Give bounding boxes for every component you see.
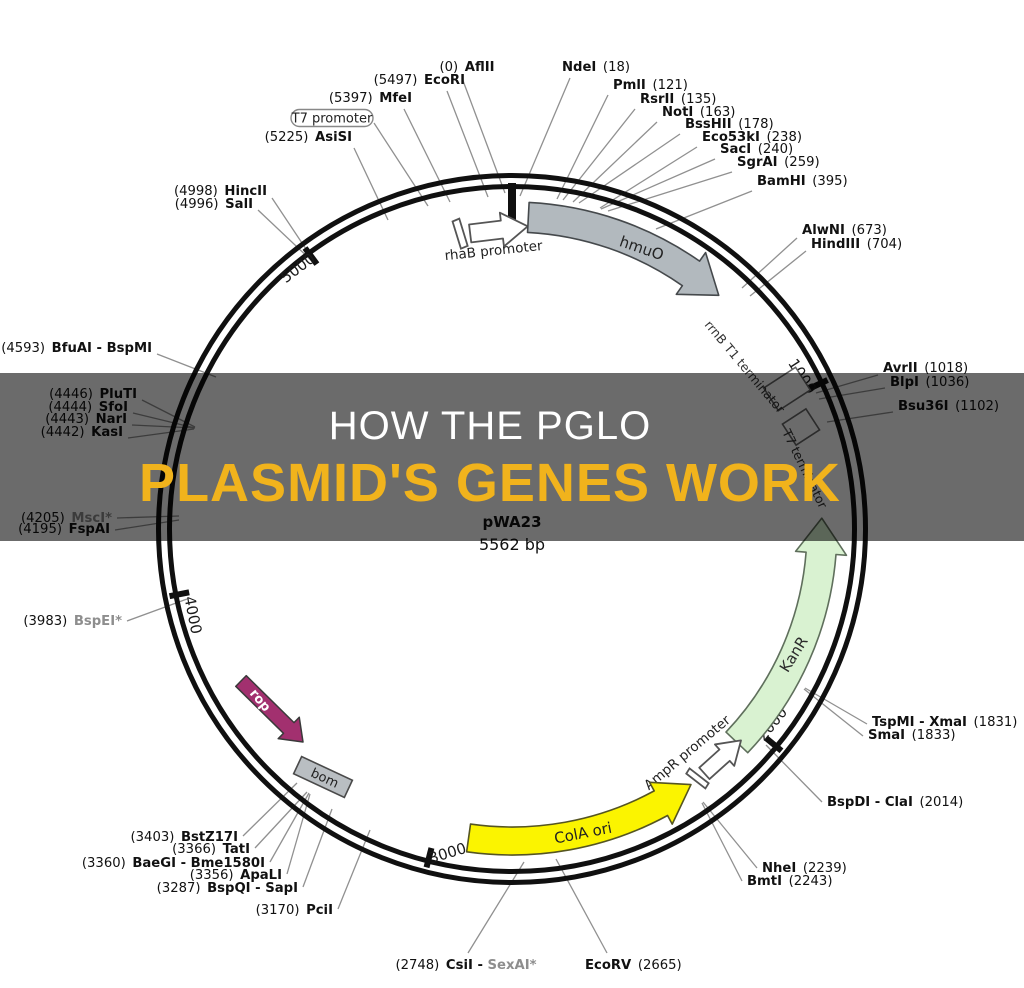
- enzyme-label-PciI: (3170) PciI: [256, 903, 333, 918]
- enzyme-label-BlpI: BlpI (1036): [890, 375, 969, 390]
- promoter-tail-rhaB-promoter: [451, 217, 469, 250]
- enzyme-label-BaeGI: (3360) BaeGI - Bme1580I: [82, 856, 265, 871]
- enzyme-label-TspMI: TspMI - XmaI (1831): [872, 715, 1017, 730]
- promoter-tail-AmpR-promoter: [685, 767, 710, 790]
- leader-line: [446, 90, 489, 198]
- leader-line: [337, 829, 371, 910]
- enzyme-label-NotI: NotI (163): [662, 105, 735, 120]
- enzyme-label-SmaI: SmaI (1833): [868, 728, 956, 743]
- feature-label-rrnB-T1-terminator: rrnB T1 terminator: [702, 317, 789, 416]
- leader-line: [600, 158, 716, 210]
- leader-line: [269, 792, 310, 863]
- enzyme-label-MfeI: (5397) MfeI: [329, 91, 412, 106]
- leader-line: [599, 146, 698, 209]
- enzyme-label-PmlI: PmlI (121): [613, 78, 688, 93]
- leader-line: [655, 190, 753, 230]
- plasmid-size-label: 5562 bp: [479, 535, 545, 554]
- enzyme-label-SgrAI: SgrAI (259): [737, 155, 820, 170]
- leader-line: [741, 237, 798, 289]
- enzyme-label-SacI: SacI (240): [720, 142, 793, 157]
- feature-T7-terminator: T7 terminator: [779, 407, 831, 511]
- promoter-arrow-AmpR-promoter: [698, 739, 742, 780]
- leader-line: [467, 861, 525, 954]
- leader-line: [373, 122, 429, 207]
- leader-line: [257, 209, 314, 263]
- feature-label-T7-promoter: T7 promoter: [291, 112, 373, 127]
- enzyme-label-NheI: NheI (2239): [762, 861, 847, 876]
- enzyme-label-TatI: (3366) TatI: [172, 842, 250, 857]
- leader-line: [803, 688, 864, 737]
- feature-box-bom: [292, 755, 354, 799]
- tick-mark: [764, 735, 784, 754]
- leader-line: [242, 782, 298, 837]
- feature-arrow-rop: [234, 674, 304, 743]
- enzyme-label-BssHII: BssHII (178): [685, 117, 774, 132]
- leader-line: [562, 108, 636, 201]
- leader-line: [701, 802, 743, 882]
- feature-T7-promoter: T7 promoter: [290, 108, 374, 128]
- enzyme-label-KasI: (4442) KasI: [41, 425, 123, 440]
- feature-arc-ColA-ori: [465, 781, 692, 856]
- leader-line: [403, 108, 451, 203]
- enzyme-label-BamHI: BamHI (395): [757, 174, 848, 189]
- enzyme-label-Bsu36I: Bsu36I (1102): [898, 399, 999, 414]
- tick-mark: [168, 589, 190, 600]
- plasmid-name-label: pWA23: [482, 513, 541, 531]
- enzyme-label-HindIII: HindIII (704): [811, 237, 902, 252]
- feature-ColA-ori: ColA ori: [465, 781, 692, 856]
- leader-line: [302, 808, 333, 888]
- feature-pill-T7-promoter: [290, 108, 374, 128]
- leader-line: [353, 147, 389, 221]
- enzyme-label-SalI: (4996) SalI: [175, 197, 253, 212]
- feature-KanR: KanR: [725, 517, 848, 754]
- feature-arc-hmuO: [526, 201, 720, 297]
- tick-mark: [302, 246, 320, 266]
- enzyme-label-BfuAI: (4593) BfuAI - BspMI: [1, 341, 152, 356]
- enzyme-label-AvrII: AvrII (1018): [883, 361, 968, 376]
- enzyme-label-CsiI: (2748) CsiI - SexAI*: [395, 958, 536, 973]
- enzyme-label-NdeI: NdeI (18): [562, 60, 630, 75]
- leader-line: [804, 687, 868, 725]
- leader-line: [765, 744, 823, 803]
- enzyme-label-AlwNI: AlwNI (673): [802, 223, 887, 238]
- enzyme-label-EcoRI: (5497) EcoRI: [374, 73, 465, 88]
- enzyme-label-HincII: (4998) HincII: [174, 184, 267, 199]
- feature-hmuO: hmuO: [526, 201, 720, 297]
- feature-bom: bom: [292, 755, 354, 799]
- enzyme-label-ApaLI: (3356) ApaLI: [190, 868, 282, 883]
- leader-line: [578, 133, 681, 204]
- enzyme-label-EcoRV: EcoRV (2665): [585, 958, 682, 973]
- feature-rop: rop: [234, 674, 304, 743]
- enzyme-label-Eco53kI: Eco53kI (238): [702, 130, 802, 145]
- enzyme-label-AflII: (0) AflII: [439, 60, 494, 75]
- leader-line: [555, 858, 608, 954]
- enzyme-label-BspDI: BspDI - ClaI (2014): [827, 795, 963, 810]
- enzyme-label-BstZ17I: (3403) BstZ17I: [131, 830, 238, 845]
- tick-mark: [423, 847, 435, 869]
- promoter-arrow-rhaB-promoter: [468, 211, 529, 248]
- leader-line: [254, 791, 308, 849]
- leader-line: [702, 801, 758, 869]
- leader-line: [286, 793, 311, 875]
- leader-line: [572, 121, 658, 203]
- enzyme-label-BspEI: (3983) BspEI*: [23, 614, 122, 629]
- enzyme-label-RsrII: RsrII (135): [640, 92, 716, 107]
- enzyme-label-FspAI: (4195) FspAI: [18, 522, 110, 537]
- enzyme-label-BmtI: BmtI (2243): [747, 874, 832, 889]
- enzyme-label-AsiSI: (5225) AsiSI: [265, 130, 352, 145]
- enzyme-label-BspQI: (3287) BspQI - SapI: [157, 881, 298, 896]
